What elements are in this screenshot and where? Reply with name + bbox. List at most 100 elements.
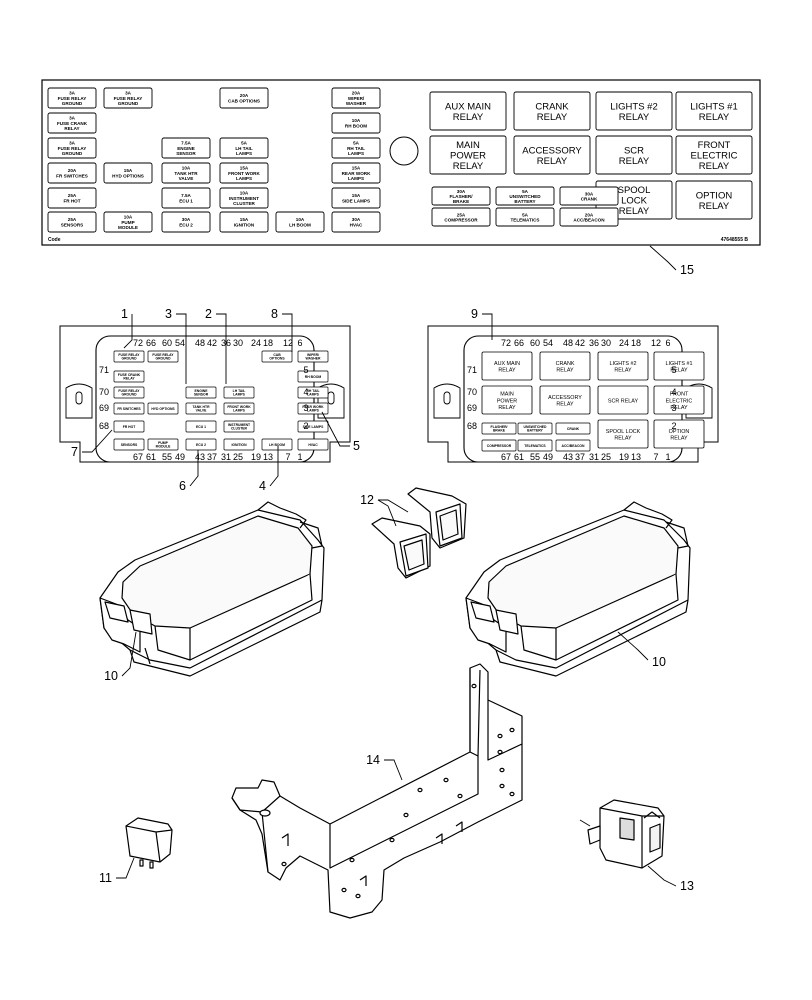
left-fuse-label: HVAC bbox=[308, 443, 318, 447]
pin-number: 48 bbox=[195, 338, 205, 348]
decal-footer-left: Code bbox=[48, 237, 61, 243]
pin-number: 2 bbox=[671, 421, 676, 431]
right-fuse-compressor: COMPRESSOR bbox=[481, 439, 517, 452]
leader-lines bbox=[82, 245, 677, 887]
pin-number: 13 bbox=[263, 452, 273, 462]
pin-number: 68 bbox=[467, 421, 477, 431]
pin-number: 37 bbox=[207, 452, 217, 462]
left-fuse-label: RH BOOM bbox=[305, 375, 322, 379]
pin-number: 42 bbox=[207, 338, 217, 348]
pin-number: 43 bbox=[195, 452, 205, 462]
left-fuse-label: HYD OPTIONS bbox=[151, 407, 175, 411]
callout-7: 7 bbox=[71, 445, 78, 459]
pin-number: 49 bbox=[175, 452, 185, 462]
pin-number: 37 bbox=[575, 452, 585, 462]
relay-box-housing-right bbox=[465, 501, 691, 677]
callout-12: 12 bbox=[360, 493, 374, 507]
pin-number: 30 bbox=[233, 338, 243, 348]
left-fuse-label: WIPER/WASHER bbox=[306, 353, 321, 361]
left-fuse-ignition: IGNITION bbox=[223, 438, 255, 451]
callout-10-right: 10 bbox=[652, 655, 666, 669]
pin-number: 55 bbox=[162, 452, 172, 462]
left-fuse-label: IGNITION bbox=[231, 443, 247, 447]
right-fuse-telematics: TELEMATICS bbox=[517, 439, 553, 452]
callout-10-left: 10 bbox=[104, 669, 118, 683]
pin-number: 25 bbox=[233, 452, 243, 462]
pin-number: 71 bbox=[467, 365, 477, 375]
left-fuse-label: ECU 1 bbox=[196, 425, 206, 429]
box-mounting-slot bbox=[327, 391, 335, 405]
pin-number: 25 bbox=[601, 452, 611, 462]
connector-seal-boots bbox=[371, 487, 467, 579]
pin-number: 24 bbox=[619, 338, 629, 348]
pin-number: 13 bbox=[631, 452, 641, 462]
pin-number: 71 bbox=[99, 365, 109, 375]
left-fuse-fr-switches: FR SWITCHES bbox=[113, 402, 145, 415]
box-inner-frame bbox=[95, 335, 315, 463]
left-fuse-fr-hot: FR HOT bbox=[113, 420, 145, 433]
left-fuse-label: ECU 2 bbox=[196, 443, 206, 447]
left-fuse-label: FR HOT bbox=[123, 425, 137, 429]
callout-4: 4 bbox=[259, 479, 266, 493]
box-mounting-slot bbox=[443, 391, 451, 405]
mini-relay bbox=[125, 817, 173, 869]
pin-number: 70 bbox=[99, 387, 109, 397]
pin-number: 5 bbox=[671, 365, 676, 375]
right-relay-label: SCR RELAY bbox=[608, 398, 639, 404]
right-fuse-label: COMPRESSOR bbox=[487, 444, 512, 448]
